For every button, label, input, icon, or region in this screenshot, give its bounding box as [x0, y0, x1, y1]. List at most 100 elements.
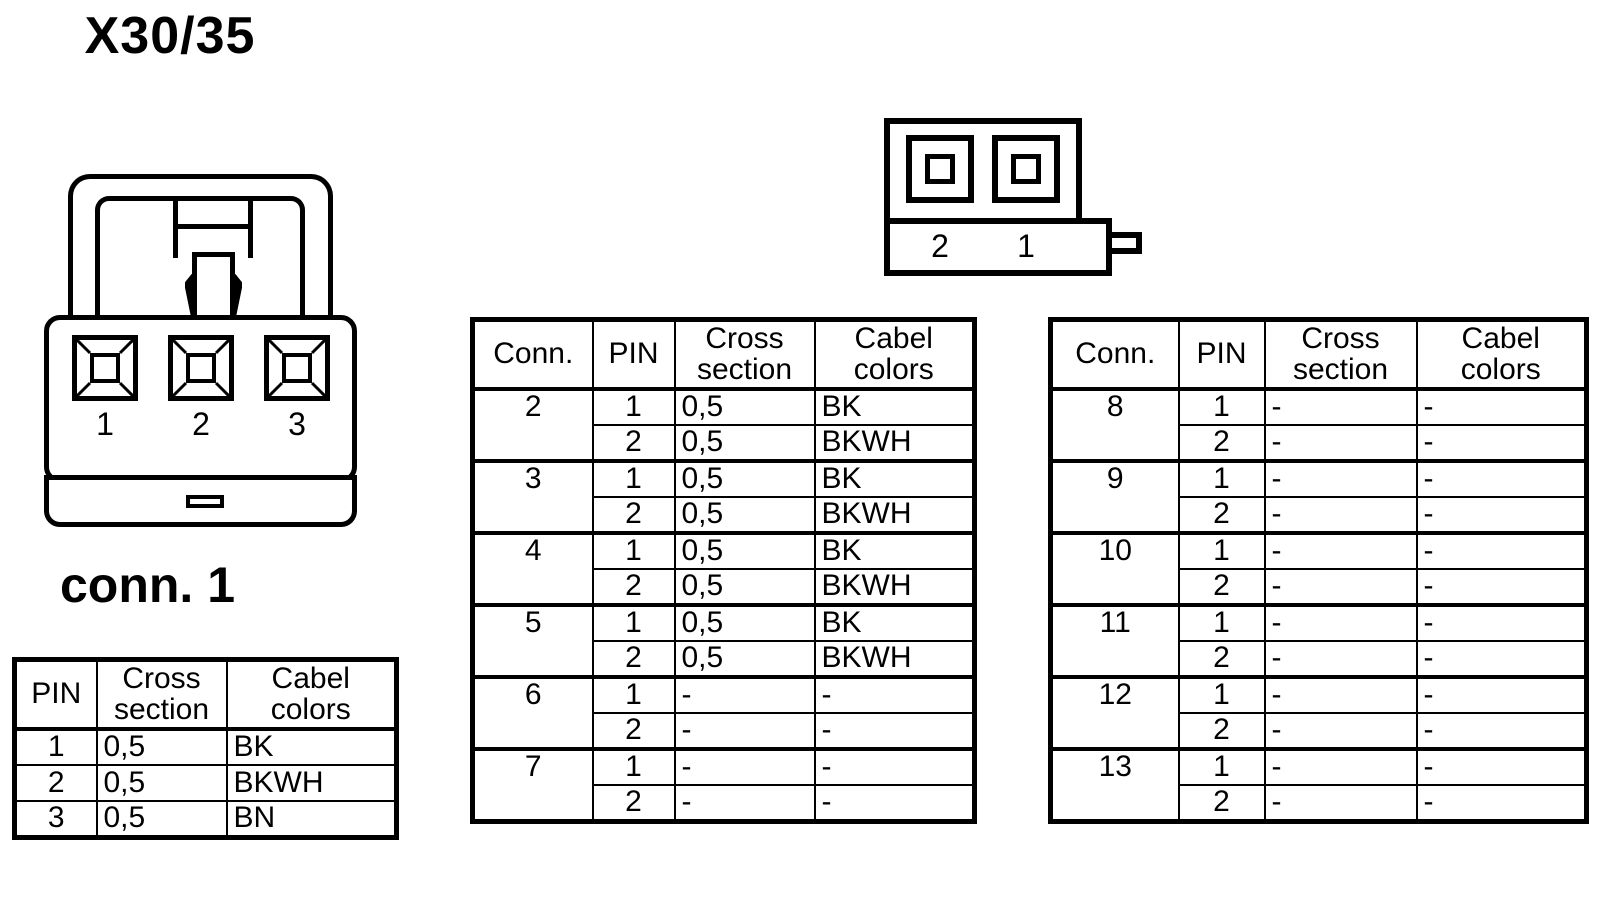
cell-pin: 1: [1177, 459, 1266, 499]
cell-pin: 2: [1177, 496, 1266, 535]
cell-cabel-color: -: [1415, 712, 1588, 751]
cell-pin: 2: [591, 640, 676, 679]
cell-pin: 2: [591, 784, 676, 823]
pin-label-3: 3: [288, 406, 306, 442]
header-cross-line1: Cross: [122, 662, 201, 695]
pin-socket-1-inner: [90, 353, 120, 383]
cell-cross-section: -: [1263, 747, 1418, 787]
cell-cabel-color: -: [1415, 603, 1588, 643]
header-cross-line2: section: [696, 352, 793, 386]
cell-cabel-color: BK: [813, 531, 976, 571]
cell-pin: 1: [13, 728, 98, 767]
table-row: 2--: [1051, 784, 1588, 823]
header-pin: PIN: [13, 658, 98, 732]
cell-cross-section: 0,5: [673, 496, 816, 535]
cell-pin: 1: [591, 459, 676, 499]
cell-pin: 1: [591, 675, 676, 715]
cell-cabel-color: BK: [813, 387, 976, 427]
cell-pin: 1: [1177, 531, 1266, 571]
cell-cross-section: -: [1263, 712, 1418, 751]
cell-cabel-color: -: [1415, 784, 1588, 823]
connector-skirt: [44, 475, 357, 527]
cell-cabel-color: -: [813, 712, 976, 751]
header-cabel-colors: Cabel colors: [1415, 318, 1588, 392]
table-row: 2--: [473, 784, 976, 823]
x3035-pin-label-1: 1: [1017, 228, 1035, 264]
cell-pin: 1: [1177, 747, 1266, 787]
header-cabel-line2: colors: [270, 692, 351, 726]
latch-tab-icon: [192, 252, 235, 278]
connector-1-caption: conn. 1: [60, 557, 236, 613]
header-conn: Conn.: [471, 318, 594, 392]
cell-cabel-color: -: [1415, 568, 1588, 607]
cell-cabel-color: -: [1415, 747, 1588, 787]
cell-cabel-color: -: [1415, 424, 1588, 463]
header-cabel-line1: Cabel: [854, 322, 933, 355]
cell-pin: 2: [591, 712, 676, 751]
cell-pin: 2: [591, 424, 676, 463]
table-row: 2--: [1051, 568, 1588, 607]
cell-pin: 2: [1177, 784, 1266, 823]
header-cabel-line2: colors: [1460, 352, 1541, 386]
cell-cross-section: 0,5: [673, 424, 816, 463]
page-title: X30/35: [84, 7, 256, 65]
cell-cross-section: -: [1263, 496, 1418, 535]
pin-socket-2-icon: [168, 335, 234, 401]
cell-conn: 2: [471, 387, 594, 463]
cell-cabel-color: -: [813, 675, 976, 715]
cell-cabel-color: BN: [225, 800, 398, 839]
table-row: 2--: [473, 712, 976, 751]
header-conn: Conn.: [1049, 318, 1180, 392]
cell-cross-section: -: [1263, 387, 1418, 427]
cell-cross-section: 0,5: [95, 800, 228, 839]
cell-conn: 6: [471, 675, 594, 751]
cell-cross-section: -: [1263, 459, 1418, 499]
cell-cross-section: 0,5: [673, 640, 816, 679]
cell-conn: 8: [1049, 387, 1180, 463]
header-cabel-line1: Cabel: [271, 662, 350, 695]
header-cross-line2: section: [113, 692, 210, 726]
pin-label-2: 2: [192, 406, 210, 442]
cell-conn: 9: [1049, 459, 1180, 535]
cell-pin: 1: [591, 603, 676, 643]
cell-pin: 2: [1177, 424, 1266, 463]
cell-cross-section: 0,5: [673, 603, 816, 643]
cell-cabel-color: BKWH: [225, 764, 398, 803]
connector-inner-shroud: [95, 196, 305, 320]
cell-pin: 2: [591, 496, 676, 535]
cell-pin: 2: [591, 568, 676, 607]
cell-cross-section: -: [673, 675, 816, 715]
cell-pin: 1: [1177, 675, 1266, 715]
cell-cross-section: 0,5: [95, 728, 228, 767]
cell-cross-section: -: [673, 747, 816, 787]
cell-cross-section: -: [1263, 603, 1418, 643]
table-row: 2--: [1051, 496, 1588, 535]
x3035-cavity-2-inner: [925, 154, 955, 184]
cell-pin: 3: [13, 800, 98, 839]
cell-cross-section: -: [1263, 424, 1418, 463]
cell-cabel-color: BKWH: [813, 640, 976, 679]
x3035-connector-diagram: 2 1: [884, 118, 1154, 283]
cell-cross-section: 0,5: [673, 568, 816, 607]
cell-cabel-color: BKWH: [813, 568, 976, 607]
header-cabel-line2: colors: [853, 352, 934, 386]
latch-middle-icon: [173, 229, 253, 258]
cell-cross-section: -: [1263, 675, 1418, 715]
cell-cabel-color: -: [813, 747, 976, 787]
header-cross-section: Cross section: [95, 658, 228, 732]
cell-pin: 2: [13, 764, 98, 803]
